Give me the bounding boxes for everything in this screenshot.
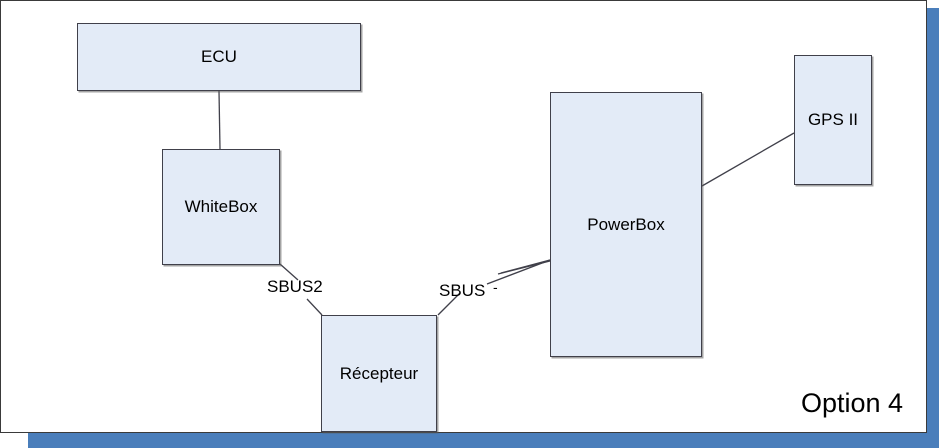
node-recepteur-label: Récepteur [339,363,419,383]
edge-sbus2-recepteur [306,298,323,316]
edge-label-sbus-superscript: - [493,279,498,295]
slide-caption: Option 4 [801,388,904,418]
edge-ecu-whitebox [218,90,221,150]
node-recepteur[interactable]: Récepteur [321,315,437,432]
node-gps[interactable]: GPS II [794,55,872,185]
node-gps-label: GPS II [807,110,859,129]
slide-shadow-bottom [28,433,939,448]
node-powerbox[interactable]: PowerBox [550,92,702,357]
node-whitebox[interactable]: WhiteBox [162,149,280,265]
edge-label-sbus: SBUS [439,281,486,300]
edge-sbus-powerbox [500,259,551,274]
edge-powerbox-gps [701,132,795,187]
edge-recepteur-powerbox-upper [497,260,551,275]
slide-shadow-right [927,8,939,448]
edge-label-sbus2: SBUS2 [267,277,323,296]
diagram-canvas: ECU WhiteBox Récepteur PowerBox GPS II S… [0,0,927,433]
node-whitebox-label: WhiteBox [184,197,258,216]
node-ecu[interactable]: ECU [77,23,361,91]
edge-sbus-powerbox-2 [499,259,550,275]
node-ecu-label: ECU [201,47,237,66]
node-powerbox-label: PowerBox [587,214,665,234]
